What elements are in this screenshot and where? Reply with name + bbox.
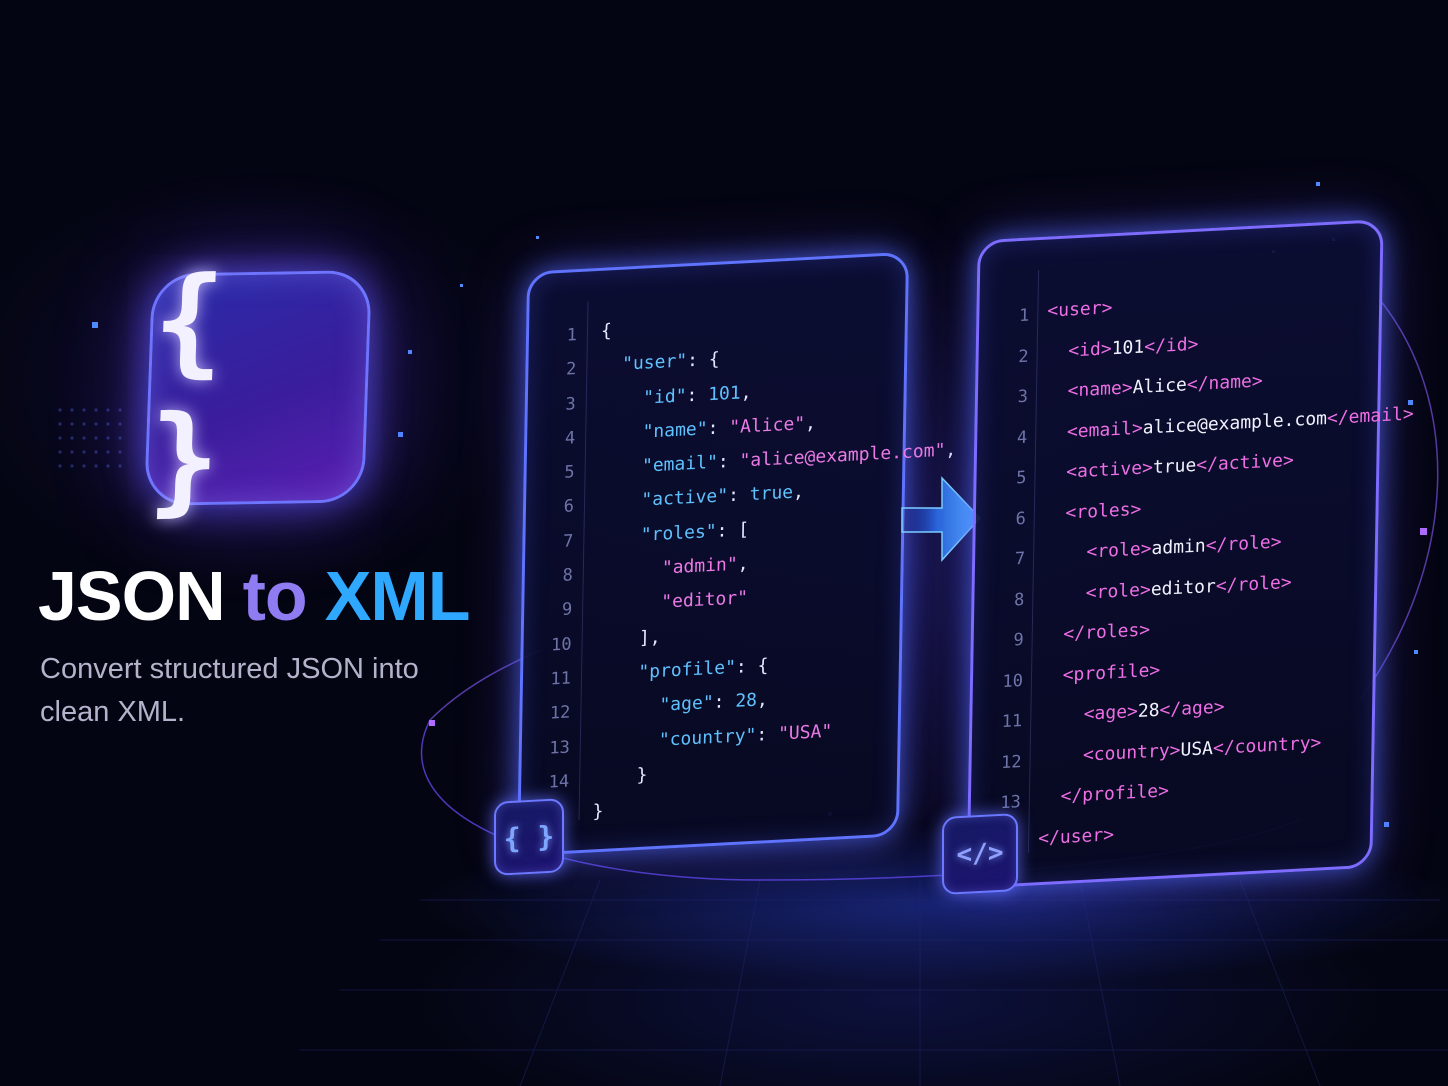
line-number: 4 [1016,427,1028,448]
line-number: 2 [565,359,577,380]
line-number: 8 [1013,589,1025,610]
line-number: 10 [1002,670,1024,692]
line-number: 4 [564,428,576,449]
title-to: to [242,557,308,635]
line-number: 1 [1018,305,1030,327]
title-json: JSON [38,557,226,635]
xml-code: <user> <id>101</id> <name>Alice</name> <… [1038,272,1416,859]
line-number: 6 [563,496,575,518]
arrow-right-icon [842,476,982,562]
curly-braces-icon: { } [494,798,564,876]
line-number: 12 [1000,751,1022,773]
line-number: 7 [1014,548,1026,570]
subtitle: Convert structured JSON into clean XML. [40,653,419,728]
line-number: 9 [561,599,573,621]
line-number: 8 [562,565,573,586]
line-number: 12 [549,702,571,724]
line-number: 1 [566,325,578,346]
line-number: 9 [1013,629,1024,651]
line-number: 14 [548,771,570,793]
hero-icon-glyph: { } [146,250,233,529]
line-number: 6 [1015,508,1026,529]
line-number: 13 [549,737,570,759]
json-badge-glyph: { } [503,819,555,855]
curly-braces-icon: { } [144,250,372,528]
line-number: 3 [565,393,576,415]
xml-badge-glyph: </> [956,837,1004,871]
line-number: 7 [562,531,574,552]
line-number: 11 [550,668,572,690]
line-number: 11 [1001,711,1023,733]
line-number: 5 [564,462,575,483]
line-number: 3 [1017,386,1029,408]
code-tag-icon: </> [942,813,1018,895]
line-number: 5 [1016,467,1027,489]
title-xml: XML [324,557,471,635]
line-number: 2 [1018,346,1029,367]
line-number: 10 [550,634,572,656]
